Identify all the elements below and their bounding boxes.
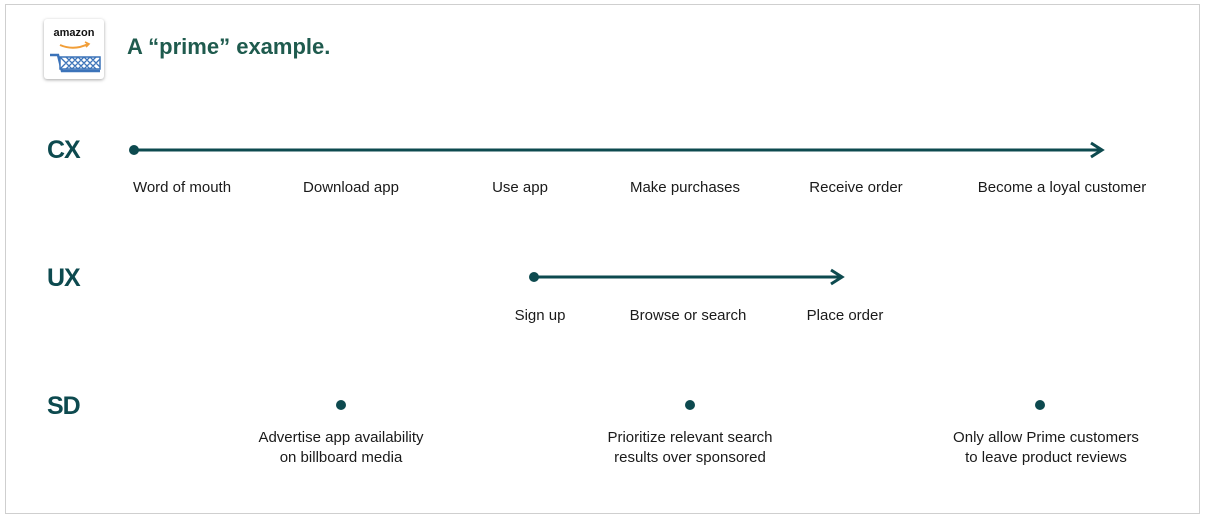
cx-arrowhead	[1090, 141, 1105, 159]
row-label-cx: CX	[47, 136, 81, 164]
cx-step-become-loyal: Become a loyal customer	[977, 179, 1147, 196]
cx-timeline	[129, 141, 1105, 159]
cx-step-receive-order: Receive order	[809, 179, 903, 196]
ux-start-dot	[529, 272, 539, 282]
row-label-ux: UX	[47, 264, 81, 292]
sd-point-1-line1: Advertise app availability	[258, 429, 424, 446]
sd-point-3-line1: Only allow Prime customers	[953, 429, 1139, 446]
cx-step-use-app: Use app	[492, 179, 548, 196]
ux-timeline	[529, 268, 845, 286]
sd-dot-1	[336, 400, 346, 410]
logo-wordmark: amazon	[53, 27, 95, 39]
cx-step-word-of-mouth: Word of mouth	[132, 179, 232, 196]
sd-point-3-line2: to leave product reviews	[965, 449, 1127, 466]
row-label-sd: SD	[47, 392, 81, 420]
slide-frame	[5, 4, 1200, 514]
cx-step-make-purchases: Make purchases	[629, 179, 741, 196]
cx-start-dot	[129, 145, 139, 155]
sd-dot-2	[685, 400, 695, 410]
sd-point-1: Advertise app availability on billboard …	[258, 428, 423, 468]
sd-point-2: Prioritize relevant search results over …	[607, 428, 772, 468]
sd-point-1-line2: on billboard media	[279, 449, 403, 466]
ux-step-browse-or-search: Browse or search	[629, 307, 747, 324]
page-title: A “prime” example.	[127, 34, 331, 59]
ux-arrowhead	[830, 268, 845, 286]
sd-points	[336, 400, 1045, 410]
amazon-logo: amazon	[44, 19, 104, 79]
sd-point-2-line2: results over sponsored	[614, 449, 766, 466]
shopping-cart-icon	[50, 41, 101, 73]
sd-point-3: Only allow Prime customers to leave prod…	[953, 428, 1139, 468]
sd-dot-3	[1035, 400, 1045, 410]
sd-point-2-line1: Prioritize relevant search	[607, 429, 773, 446]
ux-step-sign-up: Sign up	[514, 307, 566, 324]
cx-step-download-app: Download app	[303, 179, 399, 196]
ux-step-place-order: Place order	[806, 307, 884, 324]
